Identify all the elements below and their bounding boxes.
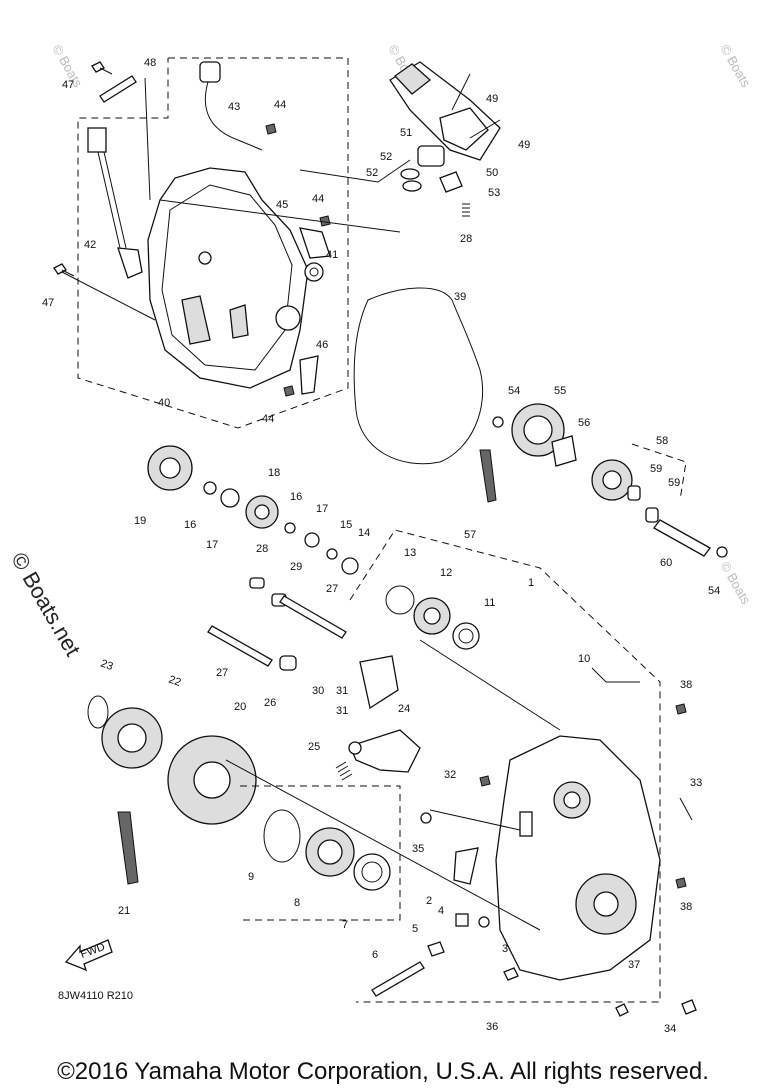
- callout-38: 38: [680, 679, 692, 691]
- callout-37: 37: [628, 959, 640, 971]
- lower-gears: [87, 695, 257, 885]
- fwd-arrow-icon: FWD: [64, 939, 113, 972]
- copyright-notice: ©2016 Yamaha Motor Corporation, U.S.A. A…: [57, 1058, 709, 1085]
- svg-text:© Boats: © Boats: [717, 42, 753, 90]
- callout-2: 2: [426, 895, 432, 907]
- callout-59: 59: [668, 477, 680, 489]
- shaft-parts: [207, 577, 347, 671]
- callout-17: 17: [206, 539, 218, 551]
- lower-bearings: [240, 785, 401, 921]
- callout-54: 54: [508, 385, 520, 397]
- callout-28: 28: [460, 233, 472, 245]
- callout-52: 52: [380, 151, 392, 163]
- bearing-group: [349, 529, 661, 1003]
- callout-13: 13: [404, 547, 416, 559]
- callout-34: 34: [664, 1023, 676, 1035]
- callout-51: 51: [400, 127, 412, 139]
- callout-45: 45: [276, 199, 288, 211]
- callout-12: 12: [440, 567, 452, 579]
- callout-5: 5: [412, 923, 418, 935]
- callout-10: 10: [578, 653, 590, 665]
- callout-17: 17: [316, 503, 328, 515]
- callout-4: 4: [438, 905, 444, 917]
- callout-27: 27: [326, 583, 338, 595]
- callout-47: 47: [62, 79, 74, 91]
- callout-43: 43: [228, 101, 240, 113]
- gasket: [353, 287, 484, 465]
- shaft-gears: [147, 445, 359, 575]
- callout-16: 16: [184, 519, 196, 531]
- callout-44: 44: [262, 413, 274, 425]
- callout-22: 22: [167, 674, 183, 689]
- drive-gear-cluster: [479, 403, 728, 558]
- cover-group: [53, 57, 401, 429]
- callout-8: 8: [294, 897, 300, 909]
- callout-53: 53: [488, 187, 500, 199]
- callout-31: 31: [336, 705, 348, 717]
- callout-44: 44: [312, 193, 324, 205]
- svg-text:© Boats: © Boats: [717, 559, 753, 607]
- callout-24: 24: [398, 703, 410, 715]
- callout-11: 11: [484, 597, 495, 609]
- callout-44: 44: [274, 99, 286, 111]
- callout-26: 26: [264, 697, 276, 709]
- callout-1: 1: [528, 577, 534, 589]
- callout-58: 58: [656, 435, 668, 447]
- callout-40: 40: [158, 397, 170, 409]
- callout-25: 25: [308, 741, 320, 753]
- callout-47: 47: [42, 297, 54, 309]
- callout-49: 49: [518, 139, 530, 151]
- callout-6: 6: [372, 949, 378, 961]
- callout-55: 55: [554, 385, 566, 397]
- callout-49: 49: [486, 93, 498, 105]
- lever-group: [335, 655, 421, 781]
- callout-57: 57: [464, 529, 476, 541]
- callout-14: 14: [358, 527, 370, 539]
- callout-35: 35: [412, 843, 424, 855]
- callout-52: 52: [366, 167, 378, 179]
- callout-41: 41: [326, 249, 338, 261]
- callout-7: 7: [342, 919, 348, 931]
- callout-18: 18: [268, 467, 280, 479]
- callout-36: 36: [486, 1021, 498, 1033]
- callout-20: 20: [234, 701, 246, 713]
- callout-28: 28: [256, 543, 268, 555]
- callout-46: 46: [316, 339, 328, 351]
- diagram-code: 8JW4110 R210: [58, 990, 134, 1002]
- callout-56: 56: [578, 417, 590, 429]
- callout-9: 9: [248, 871, 254, 883]
- callout-50: 50: [486, 167, 498, 179]
- callout-30: 30: [312, 685, 324, 697]
- gearcase: [225, 639, 697, 1017]
- callout-15: 15: [340, 519, 352, 531]
- callout-29: 29: [290, 561, 302, 573]
- callouts: 47 48 43 44 49 49 51 52 52 50 53 28 42 4…: [42, 57, 720, 1035]
- callout-48: 48: [144, 57, 156, 69]
- callout-21: 21: [118, 905, 130, 917]
- motor-group: [299, 61, 501, 217]
- callout-33: 33: [690, 777, 702, 789]
- callout-31: 31: [336, 685, 348, 697]
- callout-60: 60: [660, 557, 672, 569]
- callout-59: 59: [650, 463, 662, 475]
- callout-54: 54: [708, 585, 720, 597]
- callout-16: 16: [290, 491, 302, 503]
- callout-23: 23: [99, 658, 115, 673]
- callout-42: 42: [84, 239, 96, 251]
- callout-32: 32: [444, 769, 456, 781]
- callout-19: 19: [134, 515, 146, 527]
- callout-38: 38: [680, 901, 692, 913]
- callout-27: 27: [216, 667, 228, 679]
- callout-3: 3: [502, 943, 508, 955]
- callout-39: 39: [454, 291, 466, 303]
